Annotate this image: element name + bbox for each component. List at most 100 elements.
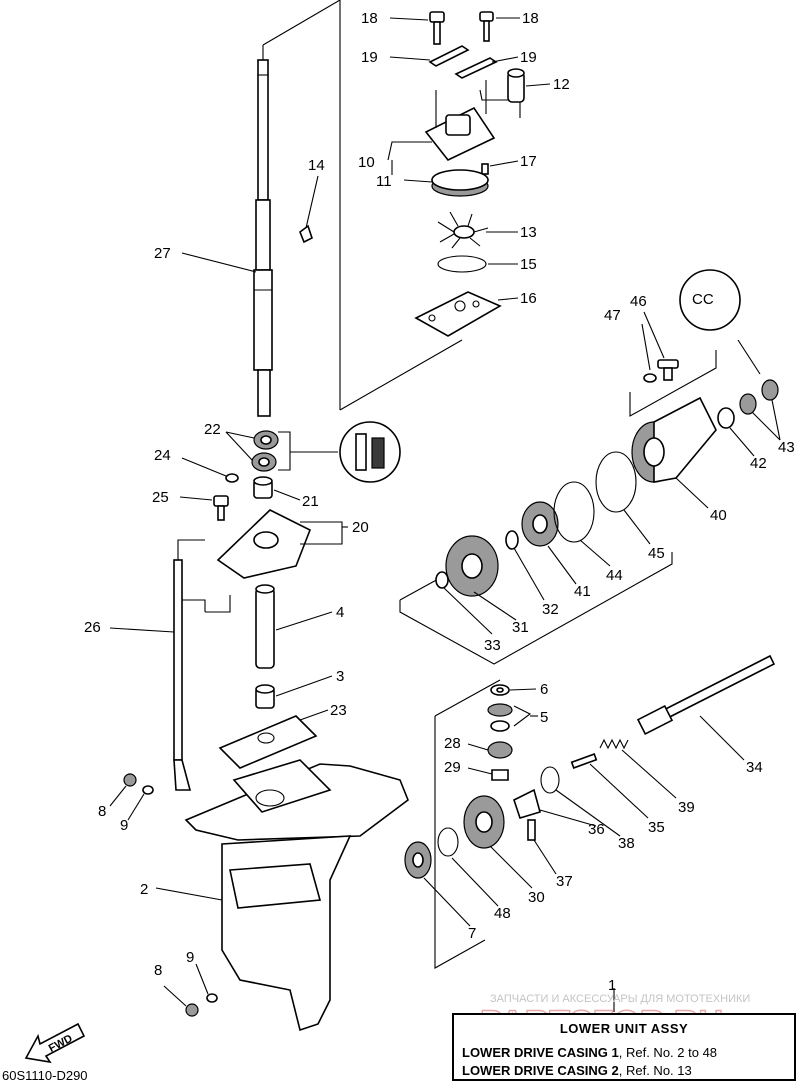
- seals-43: [739, 379, 779, 415]
- callout-30: 30: [528, 889, 545, 906]
- diagram-code: 60S1110-D290: [2, 1068, 88, 1083]
- callout-9: 9: [186, 949, 194, 966]
- callout-45: 45: [648, 545, 665, 562]
- detail-inset-22: [339, 421, 401, 483]
- bolt-18-right: [479, 11, 494, 42]
- bushing-21: [253, 476, 273, 499]
- bevel-gear-31: [445, 535, 499, 597]
- o-ring-15: [437, 255, 487, 273]
- impeller-13: [437, 211, 489, 249]
- callout-6: 6: [540, 681, 548, 698]
- callout-25: 25: [152, 489, 169, 506]
- callout-32: 32: [542, 601, 559, 618]
- washer-6: [490, 684, 510, 696]
- callout-46: 46: [630, 293, 647, 310]
- shim-48: [437, 827, 459, 857]
- callout-11: 11: [376, 173, 392, 190]
- ring-38: [540, 766, 560, 794]
- callout-26: 26: [84, 619, 101, 636]
- callout-31: 31: [512, 619, 529, 636]
- callout-15: 15: [520, 256, 537, 273]
- washer-24: [225, 473, 239, 483]
- callout-28: 28: [444, 735, 461, 752]
- callout-39: 39: [678, 799, 695, 816]
- callout-8: 8: [154, 962, 162, 979]
- callout-21: 21: [302, 493, 319, 510]
- callout-41: 41: [574, 583, 591, 600]
- callout-37: 37: [556, 873, 573, 890]
- plate-19-right: [454, 57, 498, 79]
- gasket-16: [414, 291, 502, 337]
- pin-17: [481, 163, 489, 175]
- callout-7: 7: [468, 925, 476, 942]
- callout-5: 5: [540, 709, 548, 726]
- bushing-3: [255, 684, 275, 709]
- bolt-25: [213, 495, 229, 521]
- callout-8: 8: [98, 803, 106, 820]
- fwd-arrow-icon: FWD: [24, 1022, 86, 1064]
- callout-38: 38: [618, 835, 635, 852]
- propeller-shaft-housing-40: [631, 396, 717, 483]
- bearing-7: [404, 841, 432, 879]
- watermark-caption: ЗАПЧАСТИ И АКСЕССУАРЫ ДЛЯ МОТОТЕХНИКИ: [490, 993, 750, 1005]
- title-block: LOWER UNIT ASSY LOWER DRIVE CASING 1, Re…: [452, 1013, 796, 1081]
- bolt-8-upper: [123, 773, 137, 787]
- push-rod-35: [570, 753, 598, 769]
- callout-29: 29: [444, 759, 461, 776]
- svg-text:CC: CC: [692, 291, 714, 308]
- callout-19: 19: [520, 49, 537, 66]
- callout-47: 47: [604, 307, 621, 324]
- bearing-5: [487, 703, 513, 732]
- callout-16: 16: [520, 290, 537, 307]
- callout-19: 19: [361, 49, 378, 66]
- callout-36: 36: [588, 821, 605, 838]
- callout-4: 4: [336, 604, 344, 621]
- callout-34: 34: [746, 759, 763, 776]
- propeller-shaft-34: [636, 654, 776, 736]
- callout-33: 33: [484, 637, 501, 654]
- callout-13: 13: [520, 224, 537, 241]
- bolt-46: [657, 359, 679, 381]
- title-line-2-name: LOWER DRIVE CASING 2: [462, 1063, 619, 1078]
- bearing-41: [521, 501, 559, 547]
- title-line-1-name: LOWER DRIVE CASING 1: [462, 1045, 619, 1060]
- pump-housing-10: [424, 80, 496, 161]
- drive-shaft-27: [253, 59, 273, 417]
- cartridge-11: [431, 169, 489, 197]
- plate-20: [216, 509, 343, 579]
- bracket-22: [278, 431, 338, 471]
- title-line-2-ref: , Ref. No. 13: [618, 1063, 692, 1078]
- leader-lines: [109, 17, 781, 1012]
- fwd-label: FWD: [47, 1032, 75, 1054]
- pin-37: [527, 819, 536, 841]
- shift-rod-26: [173, 559, 192, 791]
- callout-18: 18: [522, 10, 539, 27]
- callout-14: 14: [308, 157, 325, 174]
- bolt-18-left: [429, 11, 445, 45]
- title-line-1: LOWER DRIVE CASING 1, Ref. No. 2 to 48: [462, 1045, 717, 1060]
- callout-48: 48: [494, 905, 511, 922]
- seal-42: [717, 407, 735, 429]
- o-ring-45: [595, 451, 637, 513]
- callout-17: 17: [520, 153, 537, 170]
- callout-23: 23: [330, 702, 347, 719]
- key-14: [299, 224, 313, 244]
- callout-12: 12: [553, 76, 570, 93]
- sleeve-4: [255, 584, 275, 669]
- washer-9-lower: [206, 993, 218, 1003]
- title-heading: LOWER UNIT ASSY: [559, 1021, 689, 1036]
- title-line-1-ref: , Ref. No. 2 to 48: [618, 1045, 718, 1060]
- callout-1: 1: [608, 977, 616, 994]
- callout-9: 9: [120, 817, 128, 834]
- callout-20: 20: [352, 519, 369, 536]
- callout-35: 35: [648, 819, 665, 836]
- callout-42: 42: [750, 455, 767, 472]
- tube-12: [507, 68, 525, 103]
- callout-27: 27: [154, 245, 171, 262]
- pinion-28: [487, 741, 513, 759]
- bolt-8-lower: [185, 1003, 199, 1017]
- o-ring-44: [553, 481, 595, 543]
- plate-19-left: [428, 45, 470, 67]
- callout-2: 2: [140, 881, 148, 898]
